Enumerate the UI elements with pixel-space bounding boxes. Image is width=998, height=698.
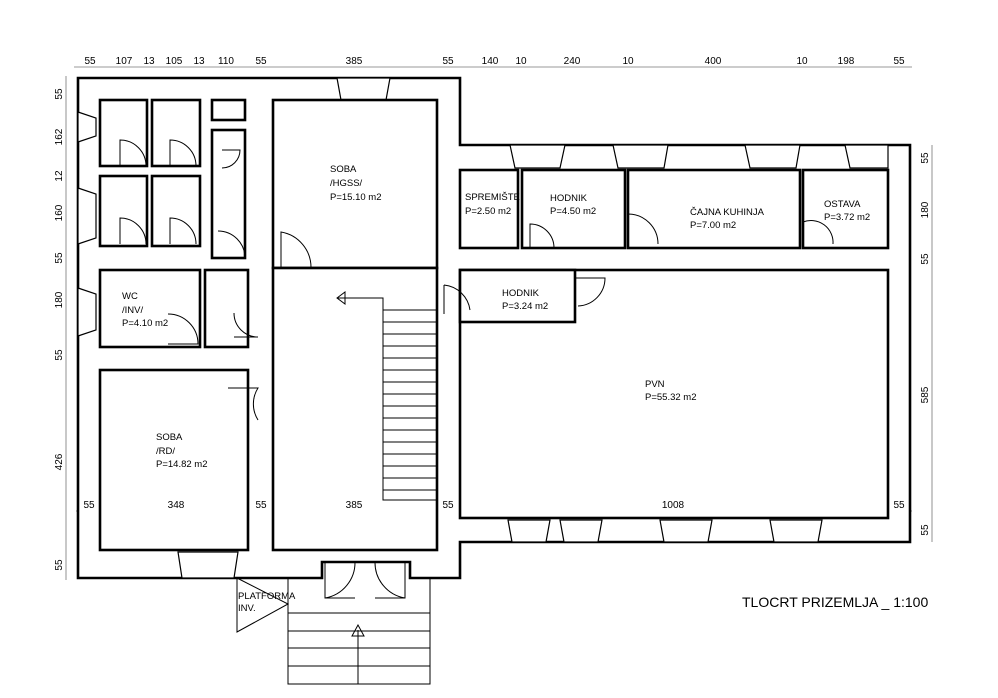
- dimension-labels: 55 107 13 105 13 110 55 385 55 140 10 240 10 400 10 198…: [54, 56, 931, 571]
- room-area: P=4.50 m2: [550, 206, 596, 217]
- room-name: SOBA: [330, 164, 357, 175]
- dimension-label: 10: [796, 56, 808, 67]
- windows: [77, 77, 889, 579]
- dimension-label: 10: [515, 56, 527, 67]
- room-name: OSTAVA: [824, 199, 861, 210]
- dimension-label: 1008: [662, 500, 685, 511]
- dimension-label: 55: [84, 56, 96, 67]
- room-sub: /INV/: [122, 305, 143, 316]
- room-area: P=55.32 m2: [645, 392, 697, 403]
- room-labels: SOBA /HGSS/ P=15.10 m2 SPREMIŠTE P=2.50 …: [122, 164, 928, 614]
- dimension-label: 426: [54, 453, 65, 470]
- dimension-label: 55: [54, 88, 65, 100]
- dimension-label: 55: [920, 253, 931, 265]
- platform-label: PLATFORMA: [238, 591, 296, 602]
- dimension-label: 55: [83, 500, 95, 511]
- dimension-label: 107: [116, 56, 133, 67]
- dimension-label: 55: [893, 500, 905, 511]
- dimension-label: 55: [54, 349, 65, 361]
- dimension-label: 385: [346, 56, 363, 67]
- dimension-label: 55: [442, 500, 454, 511]
- staircase: [336, 291, 437, 501]
- dimension-label: 13: [193, 56, 205, 67]
- room-walls: [98, 98, 890, 552]
- room-name: HODNIK: [502, 288, 540, 299]
- room-name: WC: [122, 291, 138, 302]
- dimension-label: 198: [838, 56, 855, 67]
- dimension-label: 140: [482, 56, 499, 67]
- room-area: P=2.50 m2: [465, 206, 511, 217]
- room-area: P=7.00 m2: [690, 220, 736, 231]
- dimension-label: 160: [54, 204, 65, 221]
- dimension-label: 110: [218, 56, 234, 67]
- room-sub: /RD/: [156, 446, 175, 457]
- room-name: ČAJNA KUHINJA: [690, 207, 765, 218]
- room-sub: /HGSS/: [330, 178, 363, 189]
- room-name: PVN: [645, 379, 665, 390]
- room-name: SOBA: [156, 432, 183, 443]
- platform-label: INV.: [238, 603, 256, 614]
- dimension-label: 55: [54, 252, 65, 264]
- dimension-label: 55: [442, 56, 454, 67]
- dimension-label: 105: [166, 56, 183, 67]
- room-area: P=4.10 m2: [122, 318, 168, 329]
- room-name: HODNIK: [550, 193, 588, 204]
- entrance-steps: [236, 577, 431, 685]
- doors: [119, 139, 834, 599]
- dimension-label: 180: [920, 201, 931, 218]
- room-area: P=3.72 m2: [824, 212, 870, 223]
- dimension-label: 55: [255, 56, 267, 67]
- dimension-label: 180: [54, 291, 65, 308]
- dimension-label: 240: [564, 56, 581, 67]
- dimension-label: 12: [54, 170, 65, 182]
- dimension-label: 55: [255, 500, 267, 511]
- platform-symbol: [236, 577, 290, 633]
- dimension-label: 55: [893, 56, 905, 67]
- room-area: P=3.24 m2: [502, 301, 548, 312]
- dimension-label: 400: [705, 56, 722, 67]
- dimension-label: 55: [920, 524, 931, 536]
- dimension-label: 348: [168, 500, 185, 511]
- dimension-label: 385: [346, 500, 363, 511]
- dimension-label: 55: [920, 152, 931, 164]
- room-name: SPREMIŠTE: [465, 192, 520, 203]
- dimension-label: 13: [143, 56, 155, 67]
- room-area: P=14.82 m2: [156, 459, 208, 470]
- dimension-label: 585: [920, 386, 931, 403]
- dimension-label: 55: [54, 559, 65, 571]
- room-area: P=15.10 m2: [330, 192, 382, 203]
- dimension-label: 162: [54, 128, 65, 145]
- dimension-label: 10: [622, 56, 634, 67]
- drawing-title: TLOCRT PRIZEMLJA _ 1:100: [742, 594, 928, 610]
